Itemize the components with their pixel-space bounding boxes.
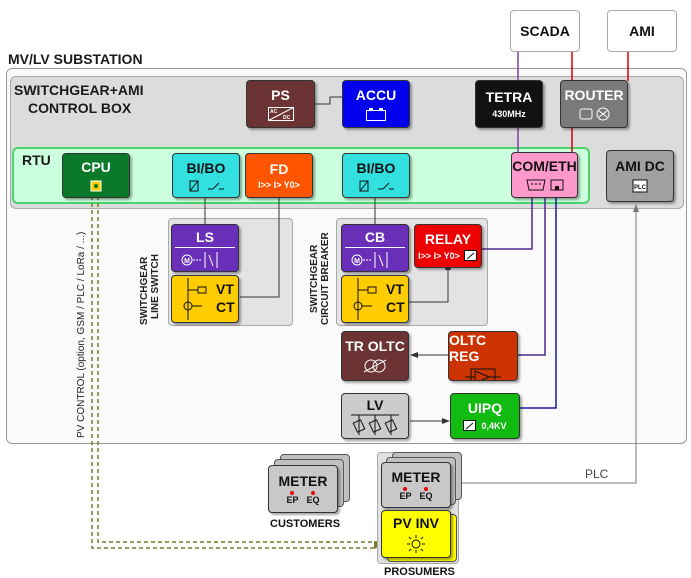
bibo-1-box: BI/BO [172,153,240,198]
transformer-icon [363,359,387,373]
relay-box: RELAY I>> I> Y0> [414,224,482,268]
ami-box: AMI [607,10,677,52]
sun-icon [407,535,425,553]
cb-vt-label: VT [386,281,404,297]
fd-protection-functions: I>> I> Y0> [258,180,300,190]
line-switch-caption-line2: LINE SWITCH [150,254,161,319]
ls-vt-ct-box: VT CT [171,275,239,323]
tetra-label: TETRA [485,89,533,105]
scada-label: SCADA [520,23,570,39]
lv-fuses-icon [351,414,399,435]
ps-label: PS [271,87,290,103]
router-label: ROUTER [564,87,624,103]
prosumers-ep-led [403,487,408,491]
router-box: ROUTER [560,80,628,128]
circuit-breaker-caption-line2: CIRCUIT BREAKER [320,232,331,325]
prosumers-eq-led [424,487,428,491]
ps-box: PS AC DC [246,80,315,128]
lv-label: LV [366,397,384,413]
prosumers-caption: PROSUMERS [384,566,455,578]
control-box-title-line1: SWITCHGEAR+AMI [14,82,144,98]
ps-icon-ac: AC [270,109,278,115]
cb-box: CB M [341,224,409,272]
router-ports-icon [579,107,610,121]
svg-text:M: M [184,258,190,265]
tr-oltc-label: TR OLTC [345,338,405,354]
customers-meter-label: METER [278,473,328,489]
relay-contact-icon [189,180,224,191]
fd-box: FD I>> I> Y0> [245,153,313,198]
svg-text:M: M [354,258,360,265]
bibo-2-box: BI/BO [342,153,410,198]
tr-oltc-box: TR OLTC [341,331,409,381]
ami-label: AMI [629,23,655,39]
meter-gauge-icon [463,420,477,431]
ls-label: LS [196,229,214,245]
uipq-voltage: 0,4KV [481,421,507,431]
substation-title: MV/LV SUBSTATION [8,51,143,67]
accu-box: ACCU [342,80,410,128]
uipq-box: UIPQ 0,4KV [450,393,520,439]
tetra-frequency: 430MHz [492,109,526,119]
ac-dc-converter-icon: AC DC [267,107,294,121]
accu-label: ACCU [355,87,397,103]
vt-ct-transformer-icon [183,278,207,320]
cb-label: CB [364,229,386,245]
ps-icon-dc: DC [283,115,291,121]
oltc-reg-label: OLTC REG [449,332,487,364]
pv-control-label: PV CONTROL (option, GSM / PLC / LoRa / .… [76,231,87,438]
meter-gauge-icon [463,249,477,261]
customers-meter-box: METER EP EQ [268,465,338,513]
control-box-title-line2: CONTROL BOX [28,100,132,116]
scada-box: SCADA [510,10,580,52]
bibo-2-label: BI/BO [356,159,396,176]
serial-ethernet-ports-icon [525,179,563,191]
ami-dc-box: AMI DC PLC [606,150,674,202]
plc-link-label: PLC [585,467,609,481]
tetra-box: TETRA 430MHz [475,80,543,128]
motor-switch-icon: M [181,252,218,268]
line-switch-caption-line1: SWITCHGEAR [139,256,150,325]
customers-eq-led [311,491,315,495]
ls-ct-label: CT [216,299,235,315]
cpu-label: CPU [81,158,111,175]
com-eth-label: COM/ETH [512,158,577,174]
motor-breaker-icon: M [351,252,388,268]
relay-label: RELAY [424,230,472,247]
vt-ct-transformer-icon [353,278,377,320]
ls-vt-label: VT [216,281,234,297]
customers-ep-led [290,491,295,495]
com-eth-box: COM/ETH [511,152,578,198]
regulator-amplifier-icon [465,368,501,380]
pv-inverter-box: PV INV [381,510,451,558]
fd-label: FD [269,161,289,177]
prosumers-meter-label: METER [391,469,441,485]
relay-contact-icon [359,180,394,191]
uipq-label: UIPQ [467,400,503,416]
plc-chip-text: PLC [634,185,647,191]
cpu-chip-icon [90,180,102,191]
rtu-label: RTU [22,152,51,168]
pv-inverter-label: PV INV [393,515,439,531]
prosumers-ep-label: EP [399,491,412,501]
lv-box: LV [341,393,409,439]
ls-box: LS M [171,224,239,272]
prosumers-eq-label: EQ [419,491,433,501]
cb-vt-ct-box: VT CT [341,275,409,323]
customers-eq-label: EQ [306,495,320,505]
cpu-box: CPU [62,153,130,198]
ami-dc-label: AMI DC [615,158,665,174]
plc-chip-icon: PLC [632,179,648,193]
battery-icon [366,108,386,121]
cb-ct-label: CT [386,299,405,315]
customers-caption: CUSTOMERS [270,518,341,530]
customers-ep-label: EP [286,495,299,505]
bibo-1-label: BI/BO [186,159,226,176]
circuit-breaker-caption-line1: SWITCHGEAR [309,244,320,313]
relay-protection-functions: I>> I> Y0> [418,250,460,261]
oltc-reg-box: OLTC REG [448,331,518,381]
prosumers-meter-box: METER EP EQ [381,462,451,508]
